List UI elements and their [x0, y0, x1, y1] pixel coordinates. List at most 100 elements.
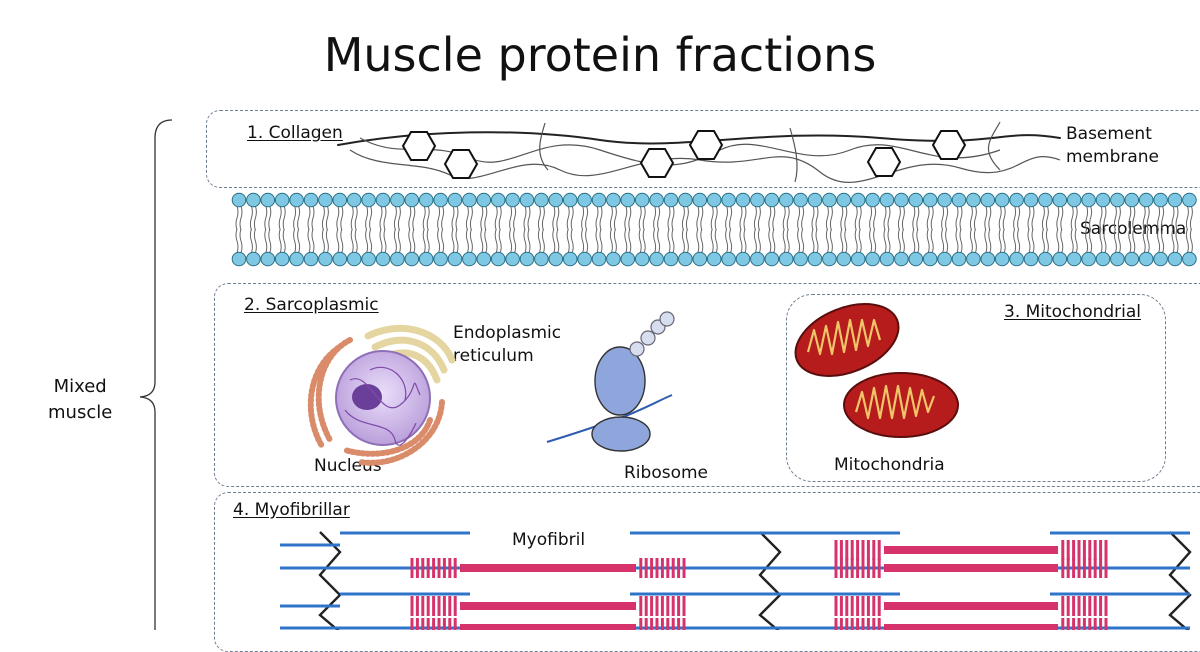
phospholipid-head	[879, 192, 895, 208]
phospholipid-head	[548, 192, 564, 208]
phospholipid-head	[1110, 251, 1125, 267]
phospholipid-head	[1153, 251, 1168, 267]
phospholipid-head	[303, 251, 319, 267]
phospholipid-head	[937, 192, 952, 208]
phospholipid-head	[1167, 251, 1183, 267]
mitochondrial-section	[786, 294, 1166, 482]
myosin-filament	[460, 564, 636, 572]
phospholipid-head	[951, 251, 967, 267]
phospholipid-head	[706, 192, 722, 208]
phospholipid-head	[562, 192, 578, 208]
mitochondria-graphic	[794, 303, 959, 438]
er-label: Endoplasmic reticulum	[453, 323, 562, 366]
phospholipid-head	[332, 192, 348, 208]
phospholipid-head	[231, 251, 247, 267]
phospholipid-head	[1066, 192, 1082, 208]
phospholipid-head	[1110, 192, 1125, 208]
ribosome-small-subunit	[591, 416, 651, 452]
phospholipid-head	[404, 192, 420, 208]
phospholipid-head	[764, 192, 780, 208]
phospholipid-head	[433, 251, 448, 267]
myosin-heads	[834, 540, 1108, 560]
phospholipid-head	[850, 192, 866, 208]
phospholipid-head	[1009, 251, 1024, 267]
phospholipid-head	[476, 192, 492, 208]
phospholipid-head	[822, 251, 837, 267]
basement-membrane-label: Basement membrane	[1066, 124, 1160, 167]
phospholipid-head	[418, 251, 434, 267]
phospholipid-head	[750, 251, 765, 267]
phospholipid-head	[678, 192, 693, 208]
z-line	[758, 531, 782, 630]
phospholipid-head	[735, 251, 751, 267]
phospholipid-head	[1138, 251, 1154, 267]
phospholipid-head	[1023, 192, 1039, 208]
phospholipid-head	[462, 251, 477, 267]
phospholipid-head	[966, 192, 981, 208]
phospholipid-head	[692, 192, 708, 208]
myofibril-graphic	[280, 531, 1192, 630]
collagen-hexagon	[401, 131, 437, 161]
phospholipid-head	[649, 192, 664, 208]
phospholipid-head	[606, 192, 621, 208]
phospholipid-head	[994, 192, 1010, 208]
collagen-hexagon	[688, 130, 724, 160]
phospholipid-head	[289, 251, 304, 267]
sarcoplasmic-section	[214, 283, 1200, 487]
phospholipid-head	[1052, 192, 1068, 208]
phospholipid-head	[505, 192, 520, 208]
phospholipid-head	[721, 192, 736, 208]
myofibril-label: Myofibril	[512, 530, 586, 550]
myosin-heads	[410, 596, 686, 616]
collagen-fibres	[337, 121, 1061, 183]
phospholipid-head	[519, 251, 535, 267]
phospholipid-head	[836, 251, 852, 267]
phospholipid-head	[246, 192, 261, 208]
phospholipid-head	[879, 251, 895, 267]
sarcoplasmic-heading: 2. Sarcoplasmic	[244, 295, 379, 315]
phospholipid-head	[591, 192, 607, 208]
phospholipid-head	[836, 192, 852, 208]
phospholipid-head	[606, 251, 621, 267]
phospholipid-head	[303, 192, 319, 208]
page-title: Muscle protein fractions	[323, 28, 877, 82]
mitochondrial-heading: 3. Mitochondrial	[1004, 302, 1142, 322]
phospholipid-head	[922, 192, 938, 208]
phospholipid-head	[1138, 192, 1154, 208]
phospholipid-head	[433, 192, 448, 208]
myosin-filament	[460, 602, 636, 610]
phospholipid-head	[462, 192, 477, 208]
phospholipid-head	[807, 192, 823, 208]
z-line	[318, 531, 342, 630]
phospholipid-head	[1038, 251, 1053, 267]
phospholipid-head	[663, 192, 679, 208]
phospholipid-head	[390, 192, 405, 208]
phospholipid-head	[1066, 251, 1082, 267]
mitochondria-label: Mitochondria	[834, 455, 945, 475]
phospholipid-head	[260, 251, 276, 267]
myosin-heads	[834, 558, 1108, 578]
phospholipid-head	[418, 192, 434, 208]
phospholipid-head	[793, 251, 808, 267]
phospholipid-head	[951, 192, 967, 208]
myosin-filament	[884, 546, 1058, 554]
mitochondrion	[843, 372, 959, 438]
phospholipid-head	[1124, 251, 1140, 267]
phospholipid-head	[634, 192, 650, 208]
phospholipid-head	[1023, 251, 1039, 267]
myosin-filament	[884, 564, 1058, 572]
phospholipid-head	[404, 251, 420, 267]
myosin-filament	[884, 624, 1058, 630]
phospholipid-head	[519, 192, 535, 208]
phospholipid-head	[894, 251, 909, 267]
phospholipid-head	[534, 251, 549, 267]
ribosome-label: Ribosome	[624, 463, 709, 483]
phospholipid-head	[274, 251, 290, 267]
phospholipid-head	[447, 192, 463, 208]
phospholipid-head	[361, 251, 376, 267]
phospholipid-head	[822, 192, 837, 208]
phospholipid-head	[260, 192, 276, 208]
nucleus-er-graphic	[307, 325, 456, 466]
phospholipid-head	[318, 192, 333, 208]
phospholipid-head	[289, 192, 304, 208]
